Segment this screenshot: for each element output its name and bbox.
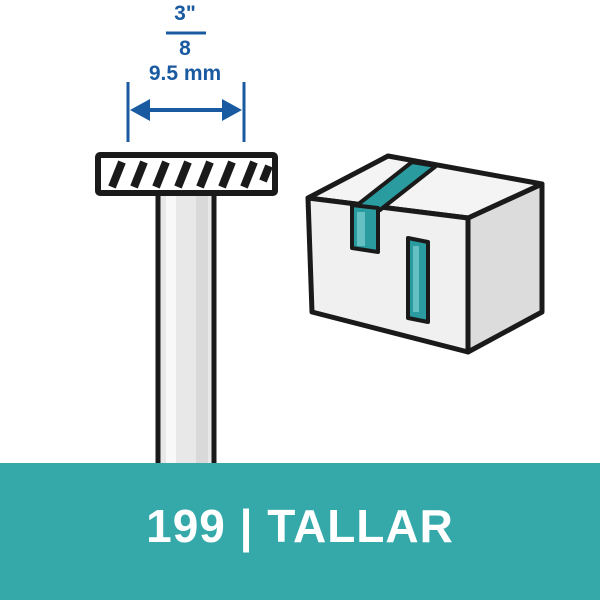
product-banner: 199 | TALLAR (0, 463, 600, 600)
cutter-bit-icon (95, 152, 278, 470)
fraction-numerator: 3" (174, 2, 196, 25)
cutter-head (95, 152, 278, 196)
banner-title: 199 | TALLAR (146, 500, 454, 552)
slotted-block-icon (305, 153, 545, 355)
metric-dimension-label: 9.5 mm (148, 62, 222, 85)
double-arrow-icon (126, 82, 246, 142)
block-front-face (305, 195, 471, 355)
fraction-denominator: 8 (179, 37, 191, 60)
